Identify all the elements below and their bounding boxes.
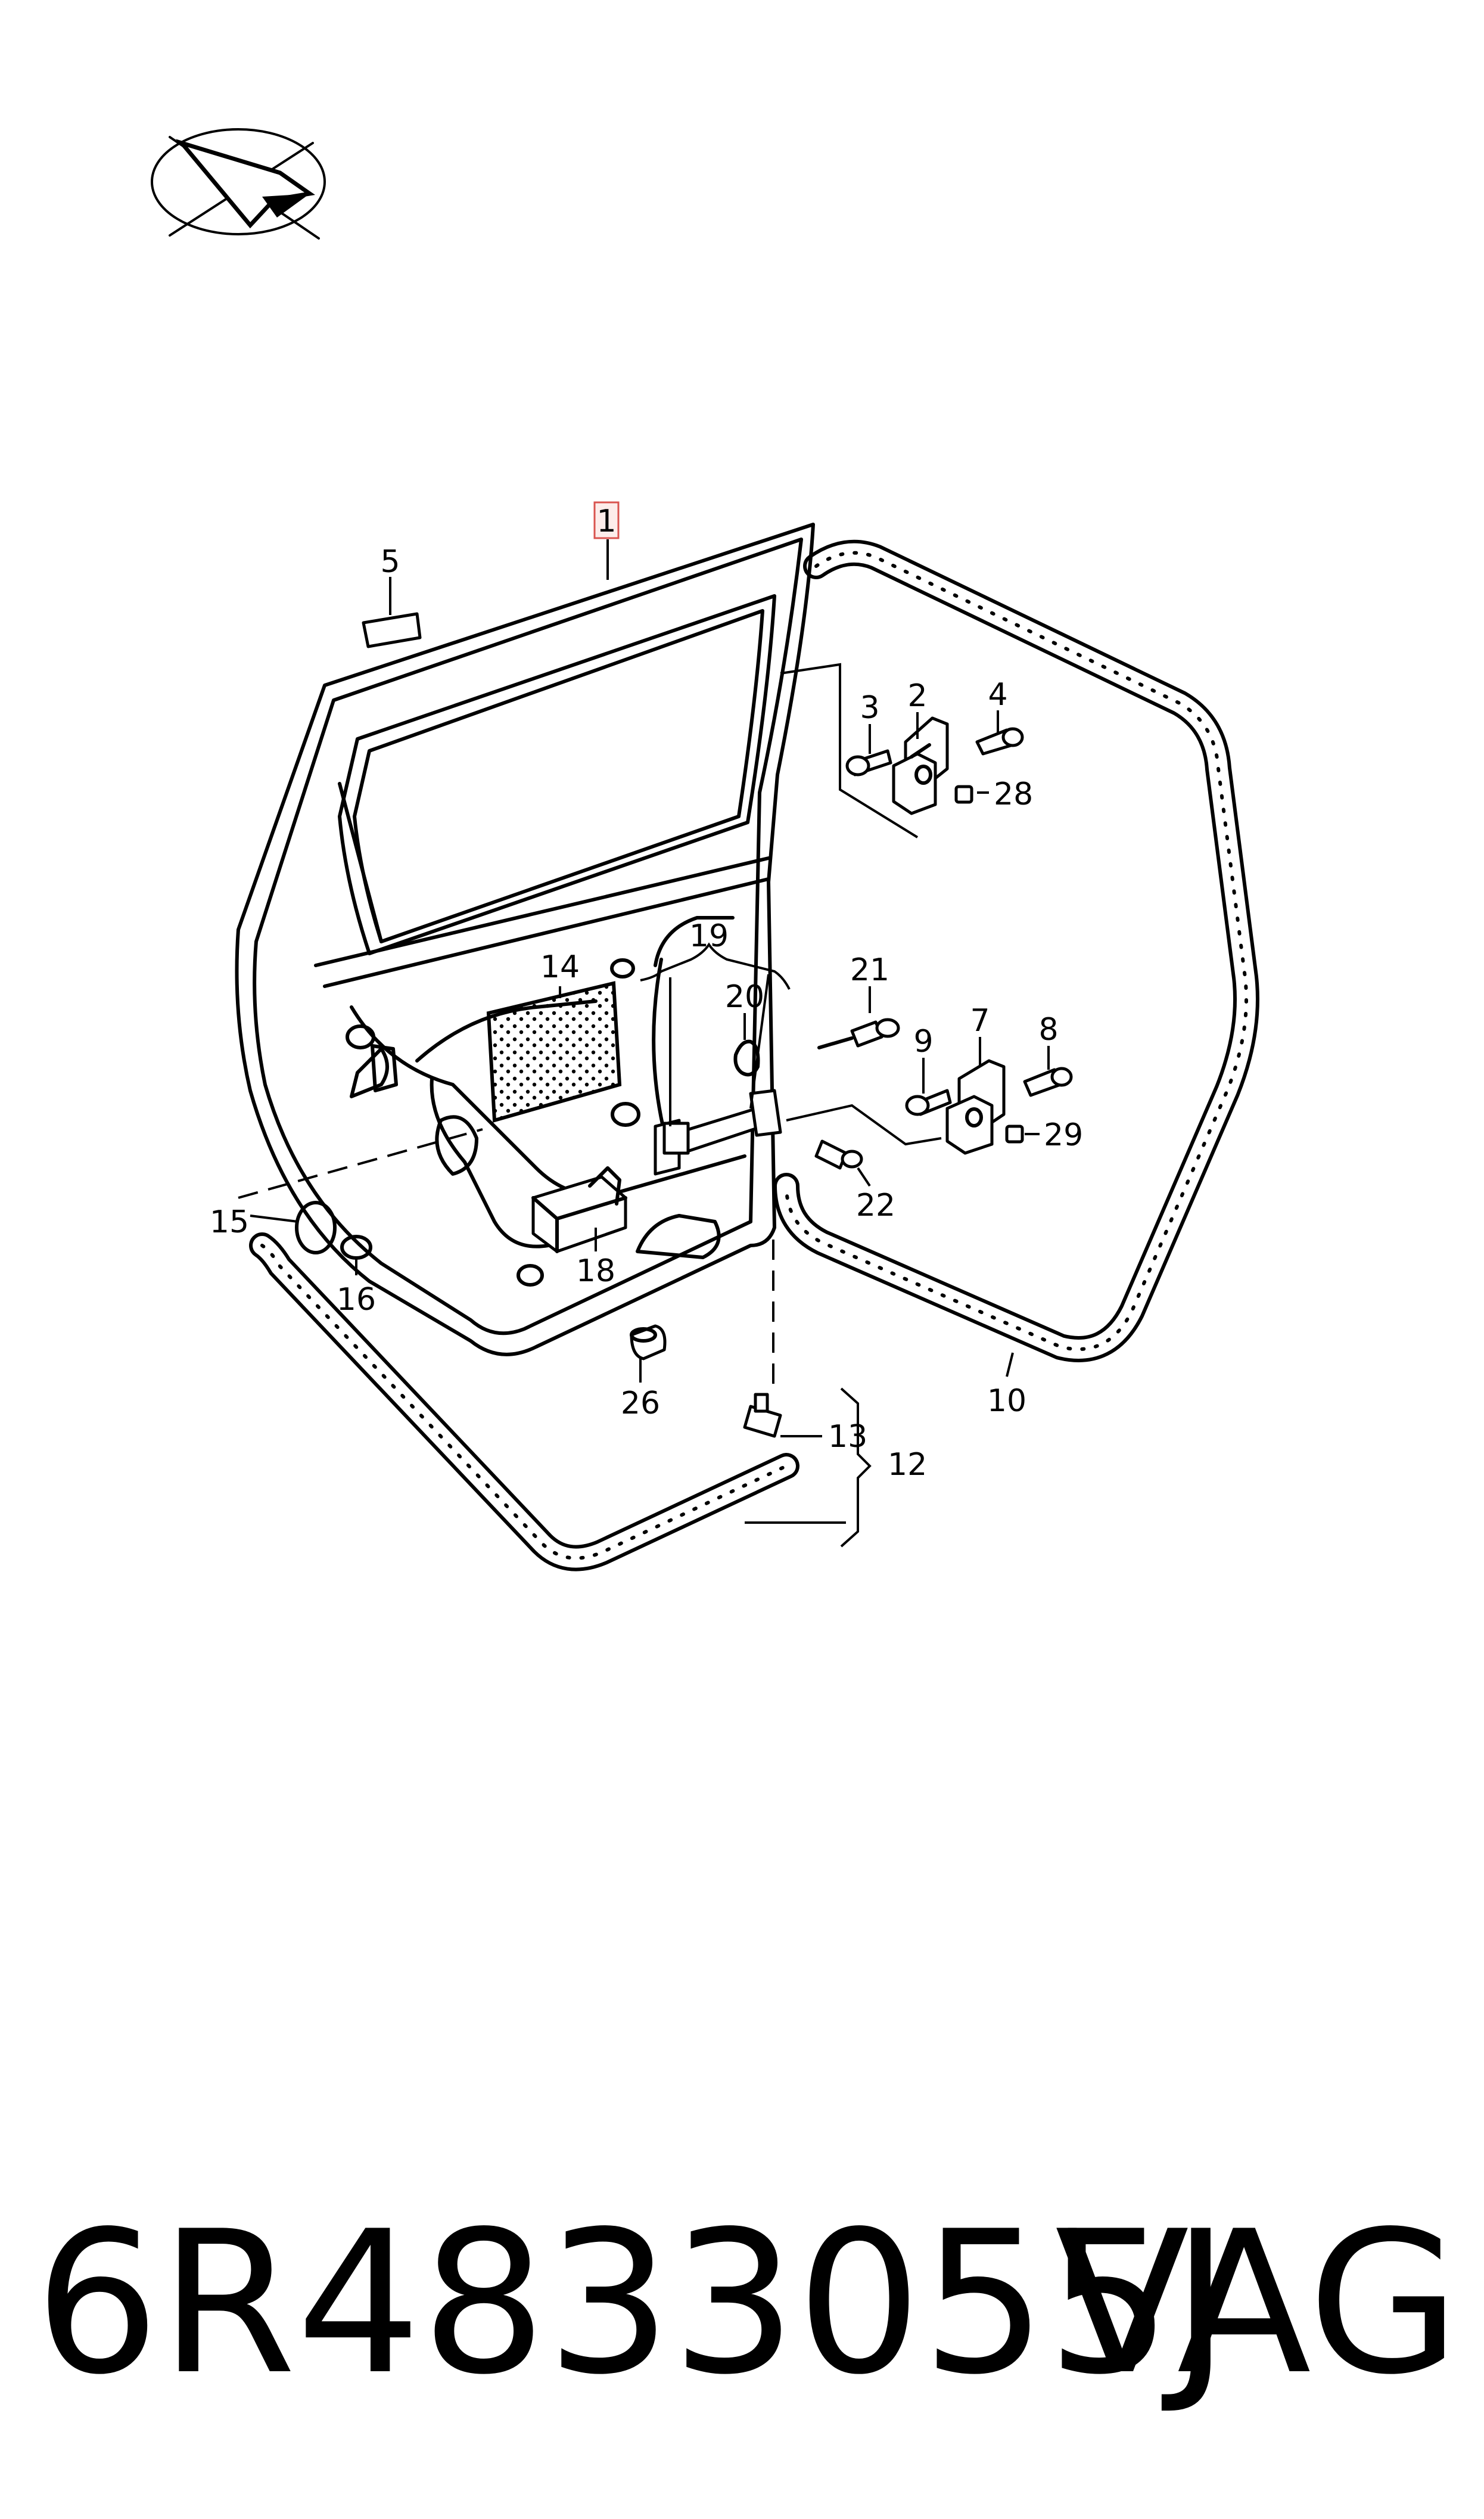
part-13-clip (743, 1393, 782, 1438)
callout-21[interactable]: 21 (850, 952, 889, 988)
part-14-damping-pad (486, 981, 622, 1123)
callout-26[interactable]: 26 (621, 1386, 660, 1421)
callout-13[interactable]: 13 (828, 1419, 867, 1455)
part-26-buffer (630, 1324, 667, 1361)
callout-9[interactable]: 9 (913, 1024, 933, 1060)
callout-29[interactable]: 29 (1044, 1117, 1083, 1153)
callout-12[interactable]: 12 (888, 1447, 927, 1483)
door-seal (249, 1232, 799, 1571)
part-19-door-check (654, 1089, 782, 1176)
callout-10[interactable]: 10 (987, 1383, 1026, 1419)
window-frame-seal (773, 539, 1259, 1362)
lower-hinge (786, 1059, 1073, 1155)
callout-14[interactable]: 14 (540, 949, 580, 985)
callout-20[interactable]: 20 (725, 979, 764, 1015)
callout-1[interactable]: 1 (596, 504, 616, 539)
part-21-bolt (817, 1018, 900, 1049)
part-number: 6R4833055J (35, 2189, 1230, 2418)
part-22-bolt (814, 1139, 863, 1170)
part-18-module (531, 1166, 627, 1253)
orientation-arrow-icon (151, 128, 326, 240)
callout-22[interactable]: 22 (856, 1188, 895, 1223)
callout-28[interactable]: 28 (994, 776, 1033, 812)
upper-hinge (780, 663, 1024, 838)
callout-7[interactable]: 7 (970, 1003, 990, 1039)
callout-3[interactable]: 3 (860, 690, 879, 726)
part-5-plate (362, 612, 422, 648)
callout-19[interactable]: 19 (689, 918, 729, 954)
callout-16[interactable]: 16 (337, 1282, 376, 1318)
callout-18[interactable]: 18 (576, 1253, 615, 1289)
callout-5[interactable]: 5 (380, 544, 400, 580)
callout-15[interactable]: 15 (210, 1204, 249, 1240)
callout-1-highlight (593, 501, 620, 539)
callout-2[interactable]: 2 (907, 678, 927, 714)
part-20-seal (733, 1039, 760, 1077)
brand-name: VAG (1054, 2189, 1460, 2418)
callout-8[interactable]: 8 (1038, 1012, 1058, 1048)
part-15-grommet (295, 1201, 337, 1254)
callout-4[interactable]: 4 (988, 677, 1007, 713)
